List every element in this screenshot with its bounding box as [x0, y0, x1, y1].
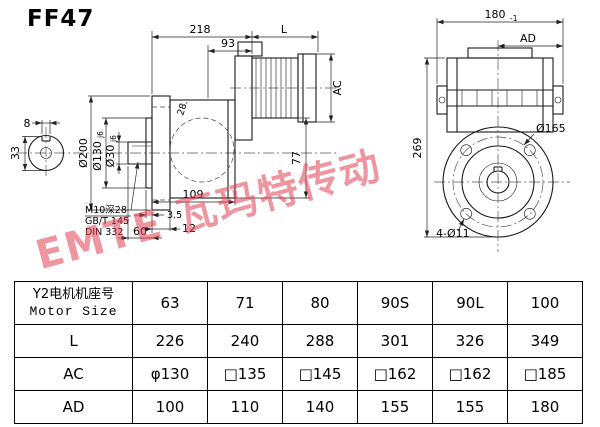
dim-AD: AD [520, 32, 536, 45]
table-header-row: Y2电机机座号 Motor Size 63 71 80 90S 90L 100 [14, 281, 583, 325]
AC-value: □135 [207, 357, 283, 391]
row-label-L: L [14, 324, 133, 358]
dim-60: 60 [133, 225, 147, 238]
dimension-table: Y2电机机座号 Motor Size 63 71 80 90S 90L 100 … [14, 281, 583, 424]
thread-note-line3: DIN 332 [85, 227, 123, 238]
L-value: 226 [132, 324, 208, 358]
drawing-title: FF47 [27, 6, 95, 32]
L-value: 240 [207, 324, 283, 358]
L-value: 301 [357, 324, 433, 358]
dim-diameter-130: Ø130 [91, 141, 104, 171]
dim-diameter-200: Ø200 [77, 138, 90, 168]
motor-size-71: 71 [207, 281, 283, 325]
dim-109: 109 [183, 188, 204, 201]
left-extension-lines [22, 31, 335, 240]
L-value: 288 [282, 324, 358, 358]
technical-drawing: 218 93 L AC 77 109 Ø200 Ø130 j6 Ø30 j6 8… [9, 8, 570, 252]
dim-269: 269 [411, 138, 424, 159]
dim-77: 77 [290, 151, 303, 165]
AD-value: 140 [282, 390, 358, 424]
dim-180-tolerance: -1 [510, 14, 518, 23]
AD-value: 180 [507, 390, 583, 424]
table-row-L: L 226 240 288 301 326 349 [14, 324, 583, 358]
right-dimension-lines [424, 19, 563, 237]
AC-value: □145 [282, 357, 358, 391]
motor-size-90L: 90L [432, 281, 508, 325]
motor-size-header-en: Motor Size [29, 304, 118, 319]
dim-3-5: 3.5 [167, 210, 182, 221]
dim-12: 12 [182, 222, 196, 235]
dim-8: 8 [24, 117, 31, 130]
L-value: 349 [507, 324, 583, 358]
table-row-AD: AD 100 110 140 155 155 180 [14, 390, 583, 424]
dim-diameter-165: Ø165 [536, 122, 566, 135]
AD-value: 110 [207, 390, 283, 424]
dim-4-holes-11: 4-Ø11 [436, 227, 470, 240]
left-view-details [152, 58, 292, 201]
left-dimension-lines [22, 34, 334, 241]
dim-AC: AC [331, 80, 344, 95]
row-label-AC: AC [14, 357, 133, 391]
dim-diameter-30: Ø30 [104, 145, 117, 168]
motor-size-90S: 90S [357, 281, 433, 325]
L-value: 326 [432, 324, 508, 358]
AD-value: 100 [132, 390, 208, 424]
right-view-dimensions: 180 -1 AD 269 Ø165 4-Ø11 [411, 8, 566, 240]
AC-value: φ130 [132, 357, 208, 391]
left-view-dimensions: 218 93 L AC 77 109 Ø200 Ø130 j6 Ø30 j6 8… [9, 23, 344, 241]
motor-size-header-cn: Y2电机机座号 [32, 287, 115, 302]
dim-33: 33 [9, 146, 22, 160]
row-label-AD: AD [14, 390, 133, 424]
thread-note-line2: GB/T 145 [85, 216, 129, 227]
dim-180: 180 [485, 8, 506, 21]
AC-value: □162 [357, 357, 433, 391]
dim-93: 93 [221, 37, 235, 50]
motor-size-80: 80 [282, 281, 358, 325]
right-extension-lines [424, 18, 564, 238]
motor-size-header-cell: Y2电机机座号 Motor Size [14, 281, 133, 325]
table-row-AC: AC φ130 □135 □145 □162 □162 □185 [14, 357, 583, 391]
AD-value: 155 [432, 390, 508, 424]
AD-value: 155 [357, 390, 433, 424]
left-view-outline [27, 41, 317, 211]
dim-diameter-130-tolerance: j6 [96, 131, 105, 139]
dim-L: L [281, 23, 288, 36]
thread-note-line1: M10深28 [85, 205, 127, 216]
right-view-outline [436, 47, 564, 238]
dim-28: 28. [175, 99, 190, 117]
dim-218: 218 [190, 23, 211, 36]
AC-value: □185 [507, 357, 583, 391]
AC-value: □162 [432, 357, 508, 391]
dim-diameter-30-tolerance: j6 [109, 135, 118, 143]
motor-size-100: 100 [507, 281, 583, 325]
motor-size-63: 63 [132, 281, 208, 325]
